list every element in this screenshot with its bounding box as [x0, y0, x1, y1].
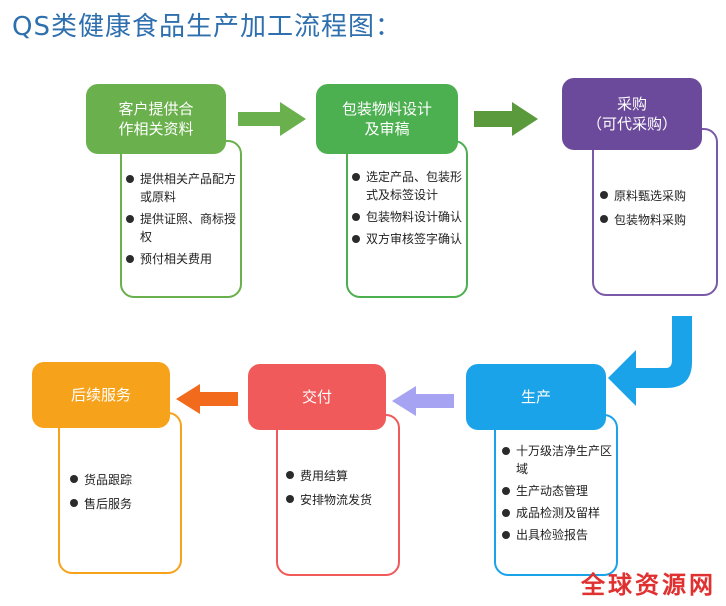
arrow-2-3 [474, 102, 538, 136]
step-4-card [494, 414, 618, 576]
arrow-2-3-shape [474, 102, 538, 136]
arrow-4-5-shape [392, 386, 454, 416]
step-5-item-2: 安排物流发货 [286, 490, 396, 510]
step-5-header-text: 交付 [301, 388, 332, 406]
step-1-header: 客户提供合 作相关资料 [86, 84, 226, 154]
step-1-card [120, 140, 242, 298]
arrow-5-6-shape [176, 384, 238, 414]
arrow-1-2-shape [238, 102, 306, 136]
step-5-header: 交付 [248, 364, 386, 430]
step-5-item-1: 费用结算 [286, 466, 396, 486]
step-1-item-2: 提供证照、商标授权 [126, 210, 236, 246]
arrow-1-2 [238, 102, 306, 136]
step-5-items: 费用结算 安排物流发货 [286, 466, 396, 514]
step-2-item-3: 双方审核签字确认 [352, 230, 464, 248]
arrow-5-6 [176, 384, 238, 414]
step-2-card [346, 140, 468, 298]
step-2-items: 选定产品、包装形式及标签设计 包装物料设计确认 双方审核签字确认 [352, 168, 464, 252]
step-4-item-2: 生产动态管理 [502, 482, 614, 500]
step-4-item-4: 出具检验报告 [502, 526, 614, 544]
step-6-header: 后续服务 [32, 362, 170, 428]
step-3-item-2: 包装物料采购 [600, 210, 716, 230]
step-5-card [276, 414, 400, 576]
step-4-item-1: 十万级洁净生产区域 [502, 442, 614, 478]
step-4-item-3: 成品检测及留样 [502, 504, 614, 522]
step-3-header: 采购 （可代采购） [562, 78, 702, 150]
arrow-3-4-shape [608, 316, 692, 406]
step-1-items: 提供相关产品配方或原料 提供证照、商标授权 预付相关费用 [126, 170, 236, 272]
arrow-4-5 [392, 386, 454, 416]
arrow-3-4 [608, 316, 692, 406]
step-3-header-text: 采购 （可代采购） [586, 95, 677, 133]
step-3-item-1: 原料甄选采购 [600, 186, 716, 206]
step-2-item-2: 包装物料设计确认 [352, 208, 464, 226]
step-3-card [592, 128, 718, 296]
step-1-header-text: 客户提供合 作相关资料 [118, 100, 194, 138]
step-4-items: 十万级洁净生产区域 生产动态管理 成品检测及留样 出具检验报告 [502, 442, 614, 548]
watermark: 全球资源网 [581, 571, 716, 599]
step-6-item-1: 货品跟踪 [70, 470, 178, 490]
step-2-header: 包装物料设计 及审稿 [316, 84, 458, 154]
step-6-item-2: 售后服务 [70, 494, 178, 514]
step-1-item-1: 提供相关产品配方或原料 [126, 170, 236, 206]
step-4-header-text: 生产 [520, 388, 551, 406]
step-2-item-1: 选定产品、包装形式及标签设计 [352, 168, 464, 204]
step-6-header-text: 后续服务 [70, 386, 131, 404]
step-2-header-text: 包装物料设计 及审稿 [341, 100, 432, 138]
step-6-items: 货品跟踪 售后服务 [70, 470, 178, 518]
step-1-item-3: 预付相关费用 [126, 250, 236, 268]
step-4-header: 生产 [466, 364, 606, 430]
step-3-items: 原料甄选采购 包装物料采购 [600, 186, 716, 234]
page-title: QS类健康食品生产加工流程图： [12, 12, 402, 42]
